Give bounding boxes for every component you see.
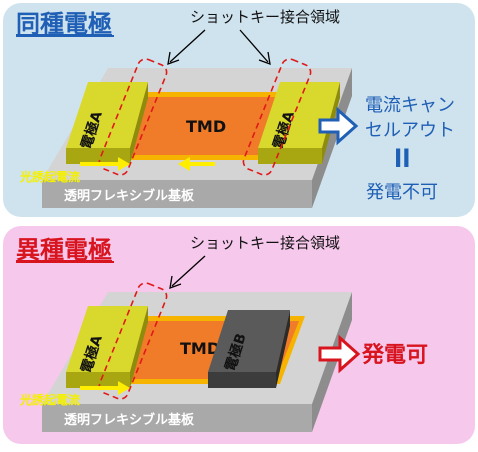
bottom-photocurrent-arrow [80,381,130,395]
top-electrode-left-front [66,148,130,164]
bottom-electrode-left-side [130,306,148,388]
top-callout-label: ショットキー接合領域 [190,8,340,26]
bottom-tmd-label: TMD [180,339,220,358]
top-result-line2: セルアウト [365,120,455,141]
bottom-electrode-right-top [208,310,290,372]
top-electrode-left-side [130,82,148,164]
bottom-substrate-label: 透明フレキシブル基板 [64,412,195,428]
top-electrode-left-top [66,82,148,148]
top-substrate-front [42,180,312,208]
top-callout-arrowhead-left [167,51,180,65]
top-result-line1: 電流キャン [365,95,455,116]
top-result-line3: 発電不可 [366,182,438,203]
top-title: 同種電極 [16,10,112,38]
top-callout-arrowhead-right [258,51,271,65]
top-photocurrent-label: 光誘起電流 [19,169,80,184]
bottom-title: 異種電極 [16,236,112,264]
bottom-callout-arrow [171,255,206,287]
top-electrode-right-front [258,148,322,164]
top-result-arrow [318,106,359,146]
bottom-photocurrent-label: 光誘起電流 [19,392,80,407]
top-substrate-label: 透明フレキシブル基板 [64,188,195,204]
top-callout-arrow-right [239,29,269,63]
top-substrate-side [312,68,352,208]
top-result-symbol: ll [394,145,410,173]
bottom-result-arrow [318,334,361,374]
top-photocurrent-arrow-right [80,157,130,171]
bottom-electrode-left-front [66,372,130,388]
top-tmd [108,97,299,155]
bottom-panel: 異種電極 ショットキー接合領域 TMD 電極A 電極B 光誘起電流 透明フレキシ [3,226,475,444]
top-photocurrent-arrow-left [178,157,215,171]
bottom-result-label: 発電可 [361,343,428,368]
bottom-electrode-left-top [66,306,148,372]
bottom-substrate-side [312,292,352,432]
bottom-substrate-front [42,404,312,432]
bottom-electrode-right-side [276,310,290,388]
bottom-callout-label: ショットキー接合領域 [190,234,340,252]
top-tmd-label: TMD [186,117,226,136]
top-panel: 同種電極 ショットキー接合領域 TMD 電極A 電極A [3,3,475,217]
top-callout-arrow-left [169,29,206,63]
bottom-callout-arrowhead [169,275,182,289]
bottom-electrode-right-front [208,372,276,388]
